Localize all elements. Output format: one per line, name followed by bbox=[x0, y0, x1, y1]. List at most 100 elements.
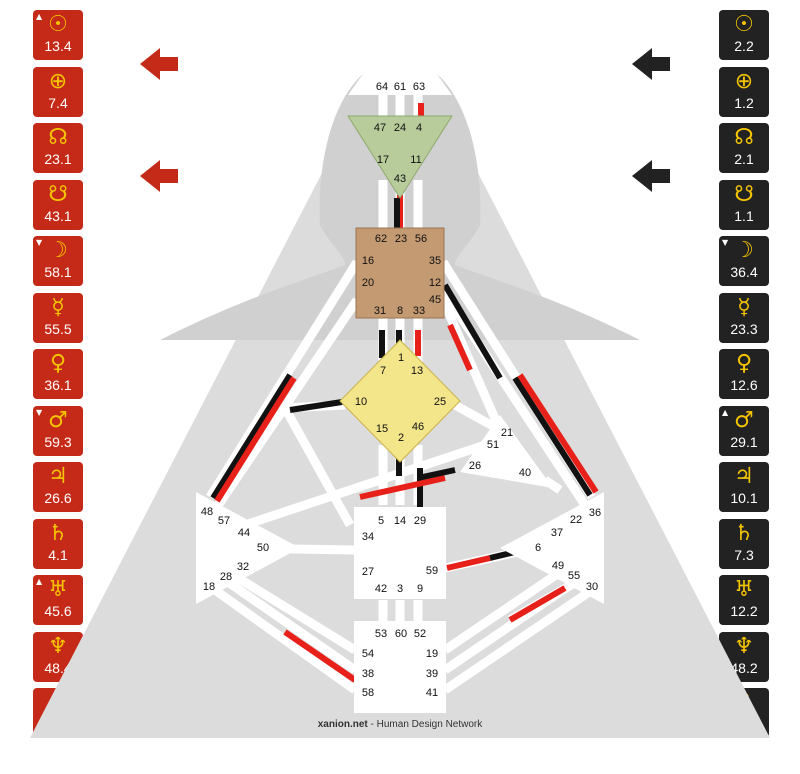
gate-label: 47 bbox=[374, 122, 386, 134]
gate-label: 25 bbox=[434, 396, 446, 408]
gate-label: 19 bbox=[426, 648, 438, 660]
neptune-icon: ♆ bbox=[734, 633, 754, 659]
gate-label: 52 bbox=[414, 628, 426, 640]
south-node-icon: ☋ bbox=[48, 181, 68, 207]
design-planet-tile: ♄4.1 bbox=[33, 518, 83, 569]
planet-gate-line: 13.4 bbox=[44, 38, 72, 54]
gate-label: 29 bbox=[414, 515, 426, 527]
gate-label: 10 bbox=[355, 396, 367, 408]
gate-label: 64 bbox=[376, 81, 388, 93]
jupiter-icon: ♃ bbox=[734, 464, 754, 489]
personality-planet-tile: ▲♂29.1 bbox=[719, 405, 769, 456]
gate-label: 16 bbox=[362, 255, 374, 267]
planet-gate-line: 23.1 bbox=[44, 151, 72, 167]
gate-label: 24 bbox=[394, 122, 406, 134]
gate-label: 13 bbox=[411, 365, 423, 377]
design-planet-column: ▲☉13.4⊕7.4☊23.1☋43.1▼☽58.1☿55.5♀36.1▼♂59… bbox=[33, 10, 83, 745]
gate-label: 35 bbox=[429, 255, 441, 267]
gate-label: 20 bbox=[362, 277, 374, 289]
gate-label: 63 bbox=[413, 81, 425, 93]
gate-label: 27 bbox=[362, 566, 374, 578]
mercury-icon: ☿ bbox=[737, 294, 751, 320]
personality-arrows bbox=[632, 48, 670, 192]
earth-icon: ⊕ bbox=[734, 68, 754, 94]
gate-label: 55 bbox=[568, 570, 580, 582]
gate-label: 41 bbox=[426, 687, 438, 699]
gate-label: 4 bbox=[416, 122, 422, 134]
planet-gate-line: 1.2 bbox=[734, 94, 754, 111]
gate-label: 17 bbox=[377, 154, 389, 166]
gate-label: 43 bbox=[394, 173, 406, 185]
design-planet-tile: ▲☉13.4 bbox=[33, 10, 83, 60]
gate-label: 9 bbox=[417, 583, 423, 595]
gate-label: 37 bbox=[551, 527, 563, 539]
planet-gate-line: 26.6 bbox=[44, 490, 72, 506]
gate-labels: 64 61 63 47 24 4 17 11 43 62 23 56 16 35… bbox=[201, 81, 601, 699]
personality-planet-tile: ♃10.1 bbox=[719, 462, 769, 512]
design-arrows bbox=[140, 48, 178, 192]
sun-icon: ☉ bbox=[734, 12, 754, 37]
gate-label: 42 bbox=[375, 583, 387, 595]
planet-gate-line: 2.2 bbox=[734, 38, 754, 54]
earth-icon: ⊕ bbox=[48, 68, 68, 94]
gate-label: 49 bbox=[552, 560, 564, 572]
design-planet-tile: ☊23.1 bbox=[33, 123, 83, 173]
uranus-icon: ♅ bbox=[734, 577, 754, 602]
personality-arrow-bottom-icon bbox=[632, 160, 670, 192]
gate-label: 2 bbox=[398, 432, 404, 444]
fixing-marker: ▼ bbox=[722, 238, 729, 247]
planet-gate-line: 58.1 bbox=[44, 264, 72, 280]
planet-gate-line: 2.1 bbox=[734, 151, 754, 167]
planet-gate-line: 4.1 bbox=[48, 546, 68, 563]
footer-site[interactable]: xanion.net bbox=[317, 719, 368, 730]
ajna-center bbox=[347, 115, 453, 199]
planet-gate-line: 36.1 bbox=[44, 377, 72, 393]
gate-label: 22 bbox=[570, 514, 582, 526]
gate-label: 26 bbox=[469, 460, 481, 472]
fixing-marker: ▲ bbox=[722, 407, 729, 417]
design-arrow-top-icon bbox=[140, 48, 178, 80]
north-node-icon: ☊ bbox=[48, 125, 68, 150]
solar-plexus-center bbox=[500, 492, 604, 604]
neptune-icon: ♆ bbox=[48, 633, 68, 659]
personality-planet-tile: ☋1.1 bbox=[719, 179, 769, 230]
mars-icon: ♂ bbox=[48, 407, 68, 433]
gate-label: 51 bbox=[487, 439, 499, 451]
gate-label: 44 bbox=[238, 527, 250, 539]
planet-gate-line: 36.4 bbox=[730, 264, 758, 280]
fixing-marker: ▼ bbox=[36, 407, 43, 417]
heart-center bbox=[460, 415, 553, 488]
gate-label: 18 bbox=[203, 581, 215, 593]
spleen-center bbox=[196, 492, 300, 604]
gate-label: 54 bbox=[362, 648, 374, 660]
gate-label: 61 bbox=[394, 81, 406, 93]
gate-label: 40 bbox=[519, 467, 531, 479]
gate-label: 33 bbox=[413, 305, 425, 317]
gate-label: 14 bbox=[394, 515, 406, 527]
gate-label: 59 bbox=[426, 565, 438, 577]
north-node-icon: ☊ bbox=[734, 125, 754, 150]
venus-icon: ♀ bbox=[735, 351, 753, 376]
g-center bbox=[339, 339, 461, 463]
gate-label: 23 bbox=[395, 233, 407, 245]
design-arrow-bottom-icon bbox=[140, 160, 178, 192]
footer-text: - Human Design Network bbox=[367, 719, 483, 730]
uranus-icon: ♅ bbox=[48, 577, 68, 602]
gate-label: 21 bbox=[501, 427, 513, 439]
design-planet-tile: ☋43.1 bbox=[33, 179, 83, 230]
gate-label: 34 bbox=[362, 531, 374, 543]
personality-planet-tile: ▼ ☽36.4 bbox=[719, 236, 769, 286]
planet-gate-line: 48.2 bbox=[730, 659, 758, 676]
planet-gate-line: 10.1 bbox=[730, 490, 758, 506]
moon-icon: ☽ bbox=[734, 238, 754, 263]
sacral-center bbox=[354, 507, 446, 599]
planet-gate-line: 45.6 bbox=[44, 603, 72, 619]
design-planet-tile: ▲♅45.6 bbox=[33, 575, 83, 625]
design-planet-tile: ⊕7.4 bbox=[33, 66, 83, 117]
planet-gate-line: 12.2 bbox=[730, 603, 758, 619]
gate-label: 58 bbox=[362, 687, 374, 699]
planet-gate-line: 1.1 bbox=[734, 207, 754, 224]
head-center bbox=[348, 22, 452, 95]
planet-gate-line: 23.3 bbox=[730, 320, 758, 337]
activations bbox=[210, 103, 599, 683]
